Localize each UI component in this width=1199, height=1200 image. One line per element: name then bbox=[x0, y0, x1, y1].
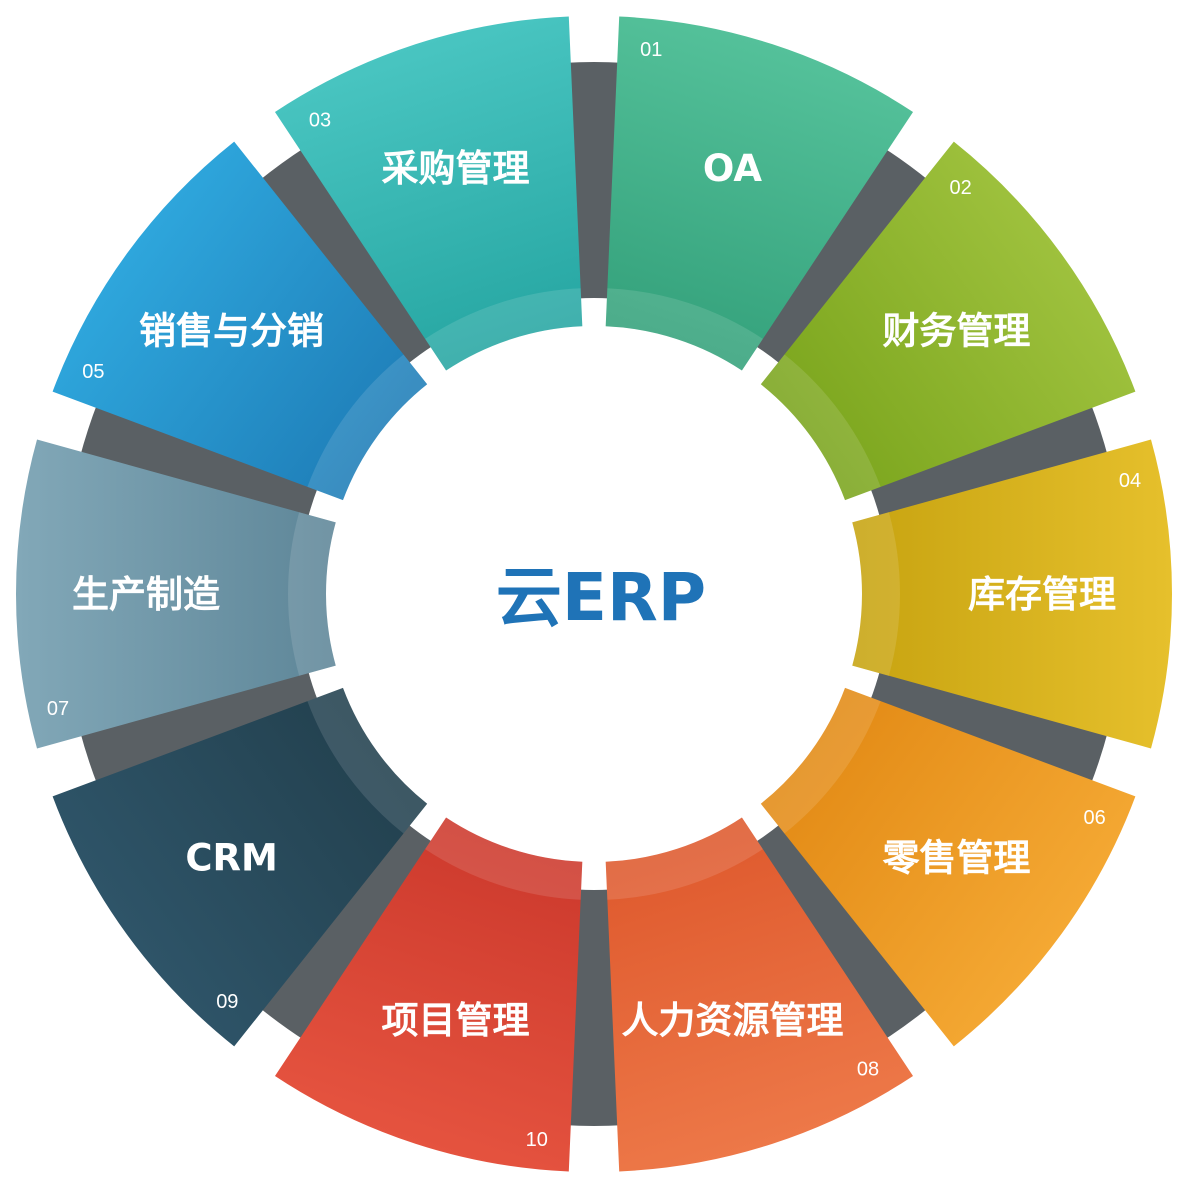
segment-inner-highlight bbox=[605, 288, 763, 371]
segment-inner-highlight bbox=[852, 512, 900, 676]
segment-connectors bbox=[79, 62, 1109, 1127]
module-segment-production: 生产制造 07 bbox=[16, 439, 336, 749]
segment-shape bbox=[274, 817, 583, 1172]
segment-connector bbox=[79, 401, 319, 519]
segment-shape bbox=[760, 141, 1136, 501]
segment-shape bbox=[852, 439, 1172, 749]
module-number: 05 bbox=[82, 361, 104, 383]
segment-inner-highlight bbox=[760, 687, 881, 834]
segment-shape bbox=[605, 817, 914, 1172]
segment-shape bbox=[274, 16, 583, 371]
segment-inner-highlight bbox=[307, 687, 428, 834]
module-label: 零售管理 bbox=[882, 836, 1030, 879]
segment-inner-highlight bbox=[307, 354, 428, 501]
segment-shape bbox=[52, 141, 428, 501]
segment-inner-highlight bbox=[425, 288, 583, 371]
module-label: 财务管理 bbox=[882, 310, 1030, 353]
segment-connector bbox=[564, 889, 624, 1127]
module-label: 采购管理 bbox=[382, 147, 530, 190]
module-number: 10 bbox=[526, 1129, 548, 1151]
module-number: 01 bbox=[640, 39, 662, 61]
segment-shape bbox=[760, 687, 1136, 1047]
segment-shape bbox=[52, 687, 428, 1047]
module-label: CRM bbox=[185, 836, 277, 879]
module-number: 06 bbox=[1083, 807, 1105, 829]
module-number: 09 bbox=[216, 991, 238, 1013]
module-segments: OA 01 财务管理 02 库存管理 04 零售管理 06 人力资源管理 08 项目管理 10 CRM 0… bbox=[16, 16, 1172, 1172]
module-label: 项目管理 bbox=[382, 999, 530, 1042]
module-label: 人力资源管理 bbox=[621, 999, 843, 1042]
module-label: 库存管理 bbox=[968, 573, 1116, 616]
module-number: 04 bbox=[1119, 470, 1141, 492]
module-segment-crm: CRM 09 bbox=[52, 687, 428, 1047]
module-number: 07 bbox=[47, 698, 69, 720]
segment-connector bbox=[564, 62, 624, 299]
segment-connector bbox=[754, 823, 931, 1042]
module-segment-retail: 零售管理 06 bbox=[760, 687, 1136, 1047]
segment-connector bbox=[869, 669, 1109, 787]
module-segment-hr: 人力资源管理 08 bbox=[605, 817, 914, 1172]
module-label: 生产制造 bbox=[72, 573, 220, 616]
center-title: 云ERP bbox=[496, 559, 706, 636]
module-segment-inventory: 库存管理 04 bbox=[852, 439, 1172, 749]
segment-connector bbox=[869, 401, 1109, 519]
segment-inner-highlight bbox=[288, 512, 336, 676]
module-segment-oa: OA 01 bbox=[605, 16, 914, 371]
segment-shape bbox=[16, 439, 336, 749]
segment-connector bbox=[79, 669, 319, 787]
segment-shape bbox=[605, 16, 914, 371]
module-label: OA bbox=[703, 147, 762, 190]
module-label: 销售与分销 bbox=[139, 310, 324, 353]
segment-connector bbox=[257, 823, 434, 1042]
module-number: 08 bbox=[857, 1059, 879, 1081]
module-segment-finance: 财务管理 02 bbox=[760, 141, 1136, 501]
segment-inner-highlight bbox=[605, 817, 763, 900]
module-number: 02 bbox=[950, 177, 972, 199]
segment-connector bbox=[257, 146, 434, 365]
segment-connector bbox=[754, 146, 931, 365]
segment-inner-highlight bbox=[760, 354, 881, 501]
module-segment-project: 项目管理 10 bbox=[274, 817, 583, 1172]
segment-inner-highlight bbox=[425, 817, 583, 900]
module-segment-purchase: 采购管理 03 bbox=[274, 16, 583, 371]
module-segment-sales: 销售与分销 05 bbox=[52, 141, 428, 501]
module-number: 03 bbox=[309, 109, 331, 131]
